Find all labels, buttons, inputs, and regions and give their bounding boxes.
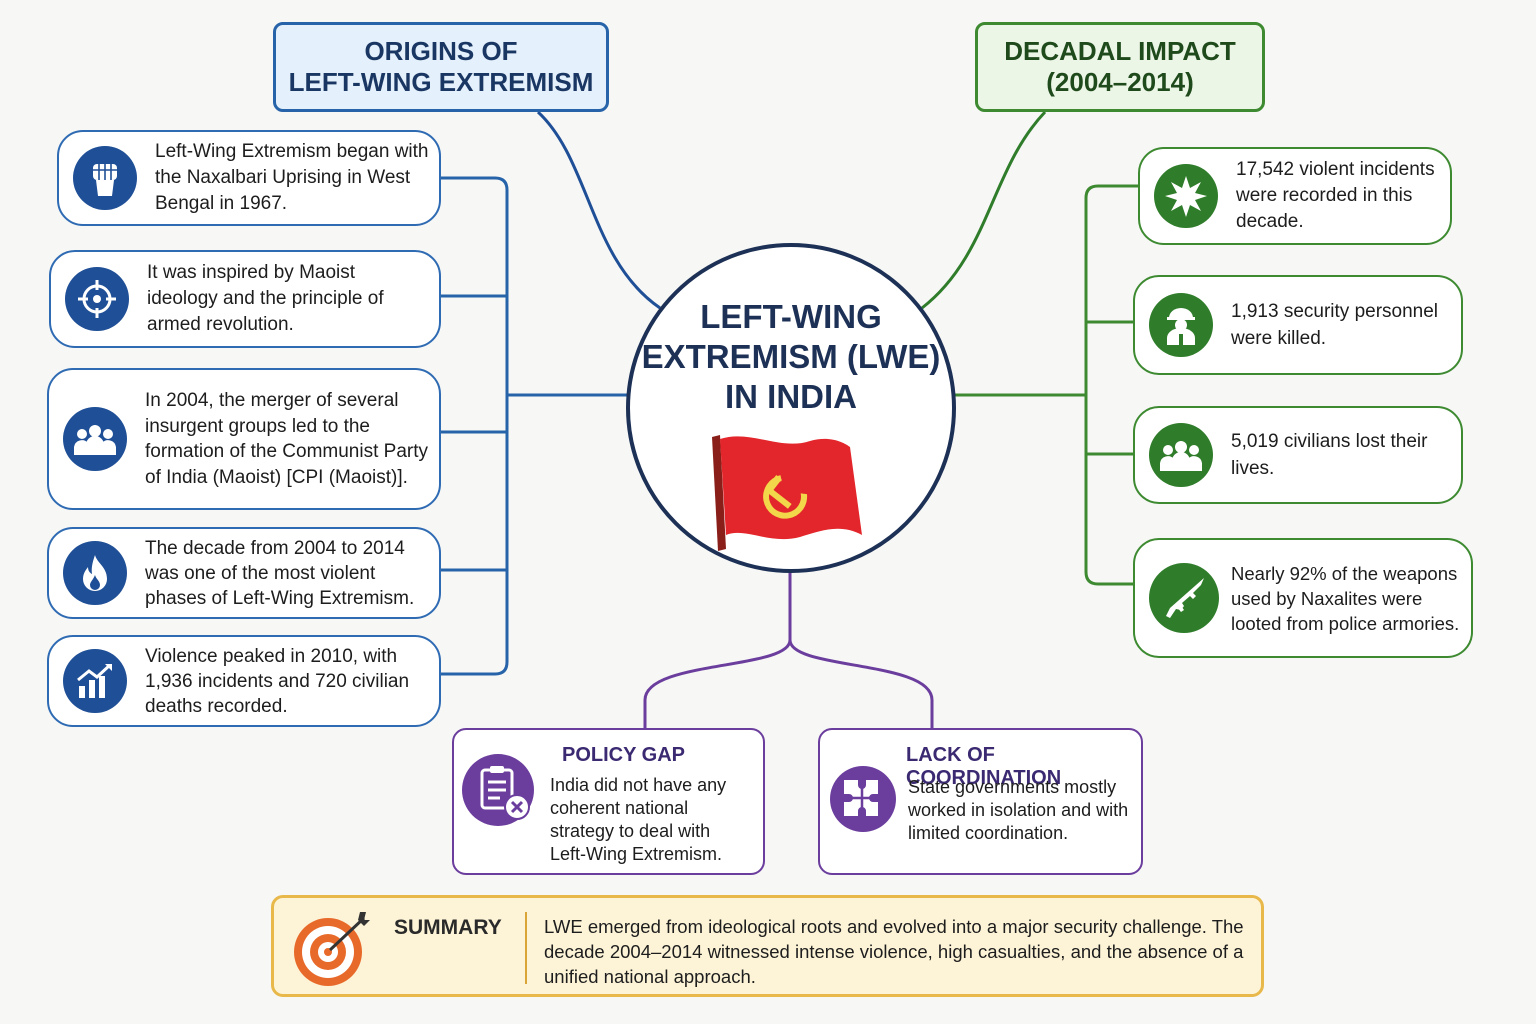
left-bracket-ticks <box>440 294 507 572</box>
origins-card-4: The decade from 2004 to 2014 was one of … <box>47 527 441 619</box>
origins-header-line1: ORIGINS OF <box>364 36 518 66</box>
impact-header-line1: DECADAL IMPACT <box>1004 36 1236 66</box>
origins-card-1: Left-Wing Extremism began with the Naxal… <box>57 130 441 226</box>
group-icon <box>63 407 127 471</box>
origins-card-4-text: The decade from 2004 to 2014 was one of … <box>145 537 415 609</box>
center-title-line3: IN INDIA <box>725 378 857 415</box>
center-title-line1: LEFT-WING <box>700 298 882 335</box>
origins-card-3-text: In 2004, the merger of several insurgent… <box>145 390 428 488</box>
policy-gap-text: India did not have any coherent national… <box>550 775 727 864</box>
origins-header: ORIGINS OF LEFT-WING EXTREMISM <box>273 22 609 112</box>
center-title: LEFT-WING EXTREMISM (LWE) IN INDIA <box>630 297 952 417</box>
impact-card-3-text: 5,019 civilians lost their lives. <box>1231 431 1428 479</box>
flame-icon <box>63 541 127 605</box>
coordination-text: State governments mostly worked in isola… <box>908 777 1129 843</box>
coordination-title: LACK OF COORDINATION <box>906 744 1062 789</box>
center-title-line2: EXTREMISM (LWE) <box>641 338 941 375</box>
coordination-connector <box>788 639 934 728</box>
impact-card-3: 5,019 civilians lost their lives. <box>1133 406 1463 504</box>
impact-connector <box>921 110 1047 310</box>
clipboard-x-icon <box>462 754 534 826</box>
rising-chart-icon <box>63 649 127 713</box>
puzzle-icon <box>830 766 896 832</box>
civilians-icon <box>1149 423 1213 487</box>
impact-card-2-text: 1,913 security personnel were killed. <box>1231 301 1439 349</box>
impact-card-4: Nearly 92% of the weapons used by Naxali… <box>1133 538 1473 658</box>
origins-card-3: In 2004, the merger of several insurgent… <box>47 368 441 510</box>
rifle-icon <box>1149 563 1219 633</box>
impact-card-1-text: 17,542 violent incidents were recorded i… <box>1236 159 1435 232</box>
coordination-card: LACK OF COORDINATION State governments m… <box>818 728 1143 875</box>
policy-gap-title: POLICY GAP <box>562 744 685 766</box>
summary-text: LWE emerged from ideological roots and e… <box>544 916 1244 987</box>
origins-header-line2: LEFT-WING EXTREMISM <box>288 67 594 97</box>
impact-header: DECADAL IMPACT (2004–2014) <box>975 22 1265 112</box>
right-bracket <box>1084 184 1138 586</box>
left-bracket <box>440 176 509 676</box>
center-topic: LEFT-WING EXTREMISM (LWE) IN INDIA <box>626 243 956 573</box>
target-arrow-icon <box>294 912 370 986</box>
origins-card-5-text: Violence peaked in 2010, with 1,936 inci… <box>145 645 410 717</box>
origins-card-5: Violence peaked in 2010, with 1,936 inci… <box>47 635 441 727</box>
origins-connector <box>536 110 661 310</box>
impact-card-1: 17,542 violent incidents were recorded i… <box>1138 147 1452 245</box>
raised-fist-icon <box>73 146 137 210</box>
explosion-icon <box>1154 164 1218 228</box>
origins-card-2-text: It was inspired by Maoist ideology and t… <box>147 262 384 335</box>
origins-card-2: It was inspired by Maoist ideology and t… <box>49 250 441 348</box>
summary-panel: SUMMARY LWE emerged from ideological roo… <box>271 895 1264 997</box>
policy-gap-card: POLICY GAP India did not have any cohere… <box>452 728 765 875</box>
right-bracket-ticks <box>1086 320 1138 456</box>
impact-header-line2: (2004–2014) <box>1046 67 1194 97</box>
policy-connector <box>643 568 792 728</box>
impact-card-4-text: Nearly 92% of the weapons used by Naxali… <box>1231 562 1460 634</box>
summary-title: SUMMARY <box>394 916 502 939</box>
soldier-icon <box>1149 293 1213 357</box>
summary-divider <box>525 912 527 984</box>
impact-card-2: 1,913 security personnel were killed. <box>1133 275 1463 375</box>
hammer-sickle-flag-icon <box>712 435 862 551</box>
crosshair-icon <box>65 267 129 331</box>
origins-card-1-text: Left-Wing Extremism began with the Naxal… <box>155 141 429 214</box>
